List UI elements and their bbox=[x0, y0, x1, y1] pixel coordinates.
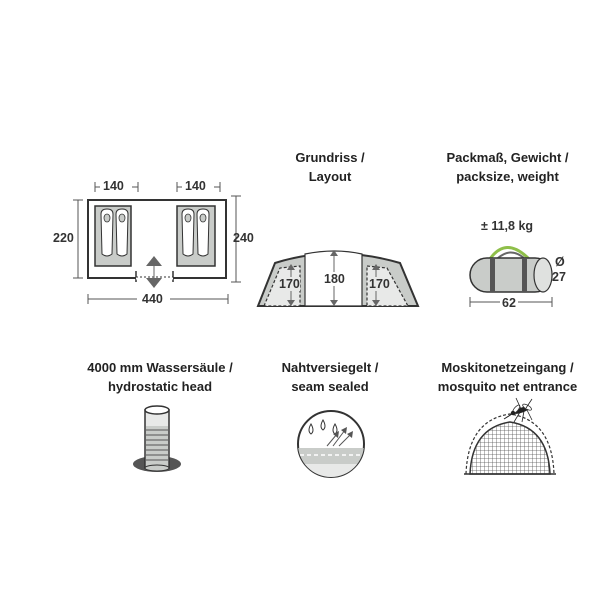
mosquito-net-icon bbox=[464, 397, 556, 475]
floorplan-length-label: 440 bbox=[142, 292, 163, 306]
pack-panel: 62 bbox=[460, 238, 570, 318]
seam-sealed-icon bbox=[297, 410, 365, 478]
mosquito-title: Moskitonetzeingang / mosquito net entran… bbox=[425, 358, 590, 396]
floorplan-width-right-label: 140 bbox=[185, 179, 206, 193]
seam-title-line2: seam sealed bbox=[291, 379, 369, 394]
pack-title: Packmaß, Gewicht / packsize, weight bbox=[425, 148, 590, 186]
seam-title-line1: Nahtversiegelt / bbox=[281, 360, 379, 375]
layout-height-center-label: 180 bbox=[324, 272, 345, 286]
mosquito-panel bbox=[460, 397, 560, 480]
hydro-title-line2: hydrostatic head bbox=[107, 379, 213, 394]
mosquito-title-line2: mosquito net entrance bbox=[437, 379, 578, 394]
floorplan-depth-left-label: 220 bbox=[53, 231, 74, 245]
hydro-title-line1: 4000 mm Wassersäule / bbox=[87, 360, 233, 375]
pack-weight-label: ± 11,8 kg bbox=[481, 219, 534, 233]
packbag-icon bbox=[469, 246, 553, 307]
pack-title-line2: packsize, weight bbox=[456, 169, 559, 184]
layout-panel: 170 180 170 bbox=[250, 230, 420, 320]
mosquito-title-line1: Moskitonetzeingang / bbox=[441, 360, 574, 375]
pack-length-label: 62 bbox=[500, 296, 518, 310]
pack-diameter-symbol: Ø bbox=[555, 255, 565, 269]
hydro-panel bbox=[125, 400, 195, 480]
pack-diameter-value: 27 bbox=[552, 270, 566, 284]
layout-height-right-label: 170 bbox=[369, 277, 390, 291]
floorplan-panel: 140 140 220 240 440 bbox=[50, 170, 260, 310]
mosquito-icon bbox=[503, 397, 533, 423]
water-column-icon bbox=[133, 405, 181, 472]
layout-title: Grundriss / Layout bbox=[250, 148, 410, 186]
seam-panel bbox=[293, 406, 369, 482]
layout-title-line1: Grundriss / bbox=[295, 150, 365, 165]
floorplan-diagram bbox=[73, 182, 241, 304]
layout-title-line2: Layout bbox=[308, 169, 352, 184]
layout-height-left-label: 170 bbox=[279, 277, 300, 291]
hydro-title: 4000 mm Wassersäule / hydrostatic head bbox=[70, 358, 250, 396]
pack-title-line1: Packmaß, Gewicht / bbox=[446, 150, 569, 165]
seam-title: Nahtversiegelt / seam sealed bbox=[255, 358, 405, 396]
floorplan-depth-right-label: 240 bbox=[233, 231, 254, 245]
floorplan-width-left-label: 140 bbox=[103, 179, 124, 193]
